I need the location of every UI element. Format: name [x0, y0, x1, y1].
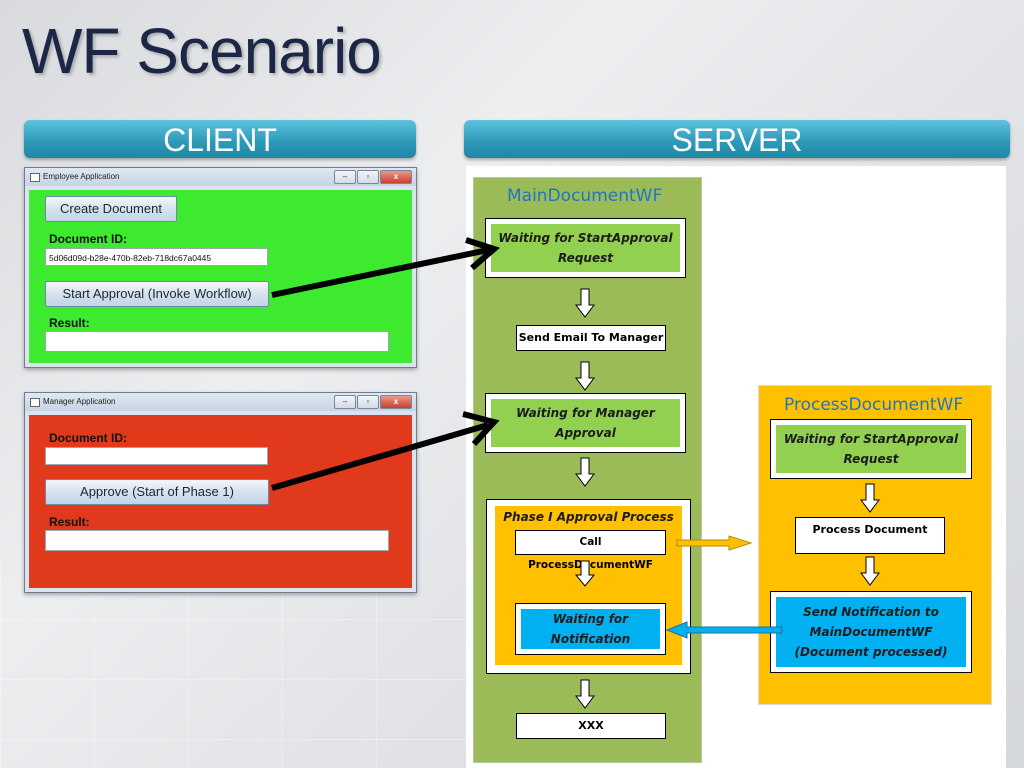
- waiting-start-approval-activity: Waiting for StartApproval Request: [485, 218, 686, 278]
- minimize-button[interactable]: –: [334, 395, 356, 409]
- create-document-button[interactable]: Create Document: [45, 196, 177, 222]
- maximize-button[interactable]: ▫: [357, 395, 379, 409]
- call-process-activity: Call ProcessDocumentWF: [515, 530, 666, 571]
- employee-app-body: Create Document Document ID: 5d06d09d-b2…: [29, 190, 412, 363]
- document-id-label: Document ID:: [49, 232, 127, 246]
- process-document-activity: Process Document: [795, 517, 945, 554]
- activity-label: Send Notification to MainDocumentWF (Doc…: [776, 597, 966, 667]
- minimize-button[interactable]: –: [334, 170, 356, 184]
- process-waiting-start-activity: Waiting for StartApproval Request: [770, 419, 972, 479]
- send-notification-activity: Send Notification to MainDocumentWF (Doc…: [770, 591, 972, 673]
- window-title: Manager Application: [43, 397, 116, 406]
- document-id-label: Document ID:: [49, 431, 127, 445]
- result-label: Result:: [49, 316, 90, 330]
- manager-app-body: Document ID: Approve (Start of Phase 1) …: [29, 415, 412, 588]
- manager-app-window: Manager Application – ▫ x Document ID: A…: [24, 392, 417, 593]
- close-button[interactable]: x: [380, 395, 412, 409]
- close-button[interactable]: x: [380, 170, 412, 184]
- result-field[interactable]: [45, 331, 389, 352]
- start-approval-button[interactable]: Start Approval (Invoke Workflow): [45, 281, 269, 307]
- window-titlebar[interactable]: Manager Application – ▫ x: [25, 393, 416, 411]
- client-header: CLIENT: [24, 120, 416, 158]
- activity-label: Waiting for StartApproval Request: [491, 224, 680, 272]
- result-label: Result:: [49, 515, 90, 529]
- process-wf-title: ProcessDocumentWF: [784, 395, 964, 415]
- window-titlebar[interactable]: Employee Application – ▫ x: [25, 168, 416, 186]
- send-email-activity: Send Email To Manager: [516, 325, 666, 351]
- approve-button[interactable]: Approve (Start of Phase 1): [45, 479, 269, 505]
- window-title: Employee Application: [43, 172, 120, 181]
- app-icon: [30, 398, 40, 407]
- waiting-manager-approval-activity: Waiting for Manager Approval: [485, 393, 686, 453]
- app-icon: [30, 173, 40, 182]
- activity-label: Waiting for StartApproval Request: [776, 425, 966, 473]
- document-id-field[interactable]: [45, 447, 268, 465]
- final-activity: XXX: [516, 713, 666, 739]
- employee-app-window: Employee Application – ▫ x Create Docume…: [24, 167, 417, 368]
- maximize-button[interactable]: ▫: [357, 170, 379, 184]
- waiting-notification-activity: Waiting for Notification: [515, 603, 666, 655]
- background-tiles: [0, 560, 470, 768]
- activity-label: Waiting for Manager Approval: [491, 399, 680, 447]
- slide-title: WF Scenario: [22, 15, 382, 87]
- result-field[interactable]: [45, 530, 389, 551]
- main-wf-title: MainDocumentWF: [507, 186, 663, 206]
- server-header: SERVER: [464, 120, 1010, 158]
- phase-title: Phase I Approval Process: [503, 510, 674, 524]
- activity-label: Waiting for Notification: [521, 609, 660, 649]
- document-id-field[interactable]: 5d06d09d-b28e-470b-82eb-718dc67a0445: [45, 248, 268, 266]
